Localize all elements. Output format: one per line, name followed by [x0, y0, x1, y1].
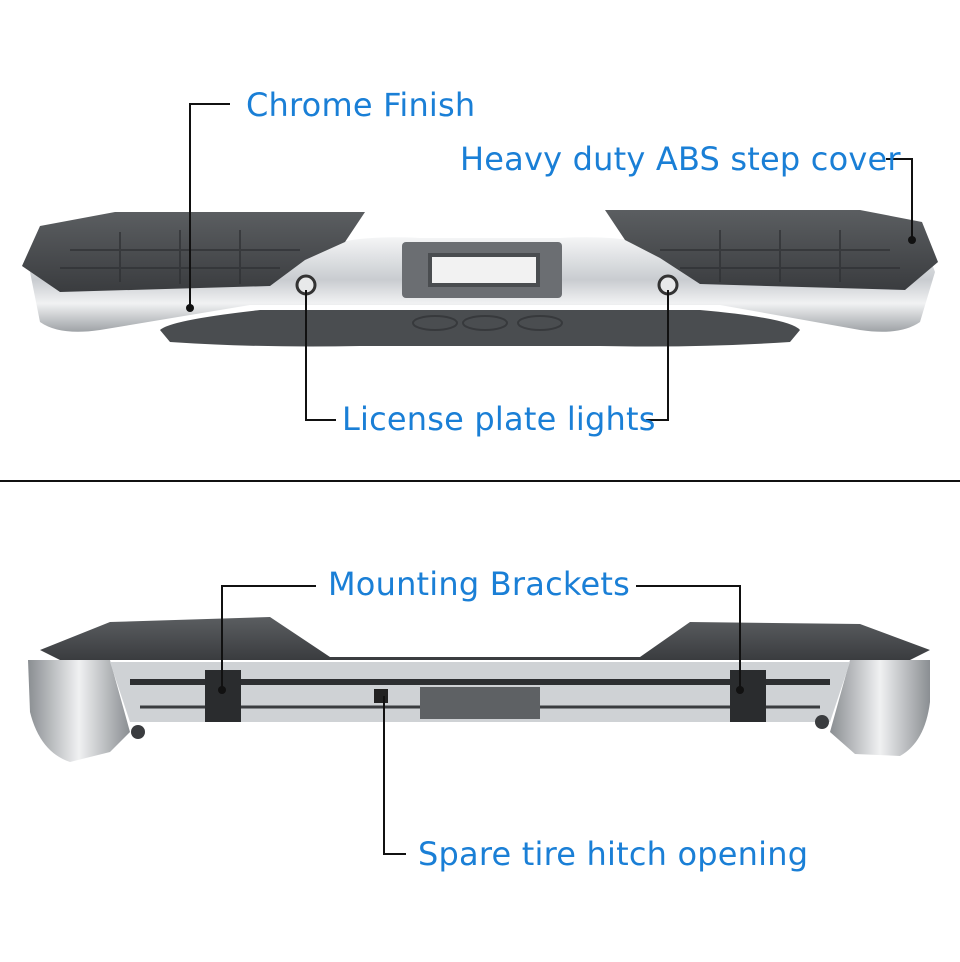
- hitch-pocket: [420, 687, 540, 719]
- step-cover-label: Heavy duty ABS step cover: [460, 140, 901, 178]
- license-light-left: [295, 274, 317, 296]
- hitch-opening-square: [374, 689, 388, 703]
- left-mounting-bracket: [205, 670, 241, 722]
- mounting-brackets-label: Mounting Brackets: [328, 565, 630, 603]
- chrome-finish-label: Chrome Finish: [246, 86, 476, 124]
- right-end-cap: [830, 660, 930, 756]
- bumper-rear-view-panel: Mounting Brackets Spare tire hitch openi…: [0, 482, 960, 962]
- spare-tire-label: Spare tire hitch opening: [418, 835, 809, 873]
- left-end-cap: [28, 660, 130, 762]
- license-lights-label: License plate lights: [342, 400, 656, 438]
- bumper-front-view-panel: Chrome Finish Heavy duty ABS step cover …: [0, 0, 960, 480]
- panel-divider: [0, 480, 960, 482]
- right-mounting-bracket: [730, 670, 766, 722]
- license-light-right: [657, 274, 679, 296]
- plate-opening: [428, 253, 540, 287]
- rear-step-cover: [40, 617, 930, 660]
- bumper-rear-illustration: [28, 617, 930, 762]
